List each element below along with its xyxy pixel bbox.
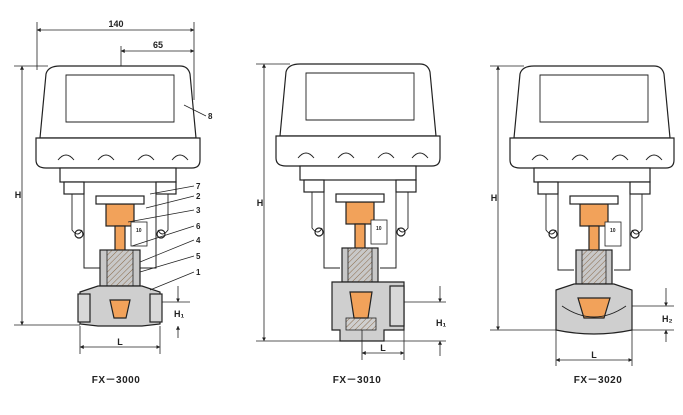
callout-5: 5 xyxy=(196,252,201,261)
label-h: H xyxy=(15,190,22,200)
dim-h xyxy=(14,65,80,326)
callout-3: 3 xyxy=(196,206,201,215)
label-l: L xyxy=(591,350,597,360)
label-l: L xyxy=(117,337,123,347)
callout-4: 4 xyxy=(196,236,201,245)
dim-h xyxy=(256,63,340,342)
dim-h1 xyxy=(162,286,190,338)
scale-label: 10 xyxy=(376,226,382,232)
dim-h1 xyxy=(384,286,446,356)
dim-l xyxy=(361,330,405,360)
callout-8: 8 xyxy=(208,112,213,121)
callout-7: 7 xyxy=(196,182,201,191)
label-h1: H₁ xyxy=(174,309,184,319)
label-65: 65 xyxy=(153,40,163,50)
caption-fx3010: FX－3010 xyxy=(333,375,382,386)
label-h1: H₂ xyxy=(662,314,673,324)
label-h1: H₁ xyxy=(436,318,446,328)
callout-2: 2 xyxy=(196,192,201,201)
label-140: 140 xyxy=(108,19,123,29)
dim-h xyxy=(490,65,560,331)
callout-numbers: 8 7 2 3 6 4 5 1 xyxy=(196,112,213,277)
caption-fx3020: FX－3020 xyxy=(574,375,623,386)
dim-140 xyxy=(36,22,195,100)
unit-fx3010: H 10 H₁ xyxy=(256,63,446,360)
dim-l xyxy=(79,326,161,354)
scale-label: 10 xyxy=(610,228,616,234)
scale-label: 10 xyxy=(136,228,142,234)
dim-l xyxy=(555,330,633,366)
callout-6: 6 xyxy=(196,222,201,231)
caption-fx3000: FX－3000 xyxy=(92,375,141,386)
label-h: H xyxy=(491,193,498,203)
callout-leaders xyxy=(127,104,207,291)
unit-fx3020: H 10 H₂ L xyxy=(490,65,675,366)
label-h: H xyxy=(257,198,264,208)
label-l: L xyxy=(380,343,386,353)
dim-h1 xyxy=(632,288,674,342)
callout-1: 1 xyxy=(196,268,201,277)
unit-fx3000: 140 65 H 10 xyxy=(14,19,207,354)
